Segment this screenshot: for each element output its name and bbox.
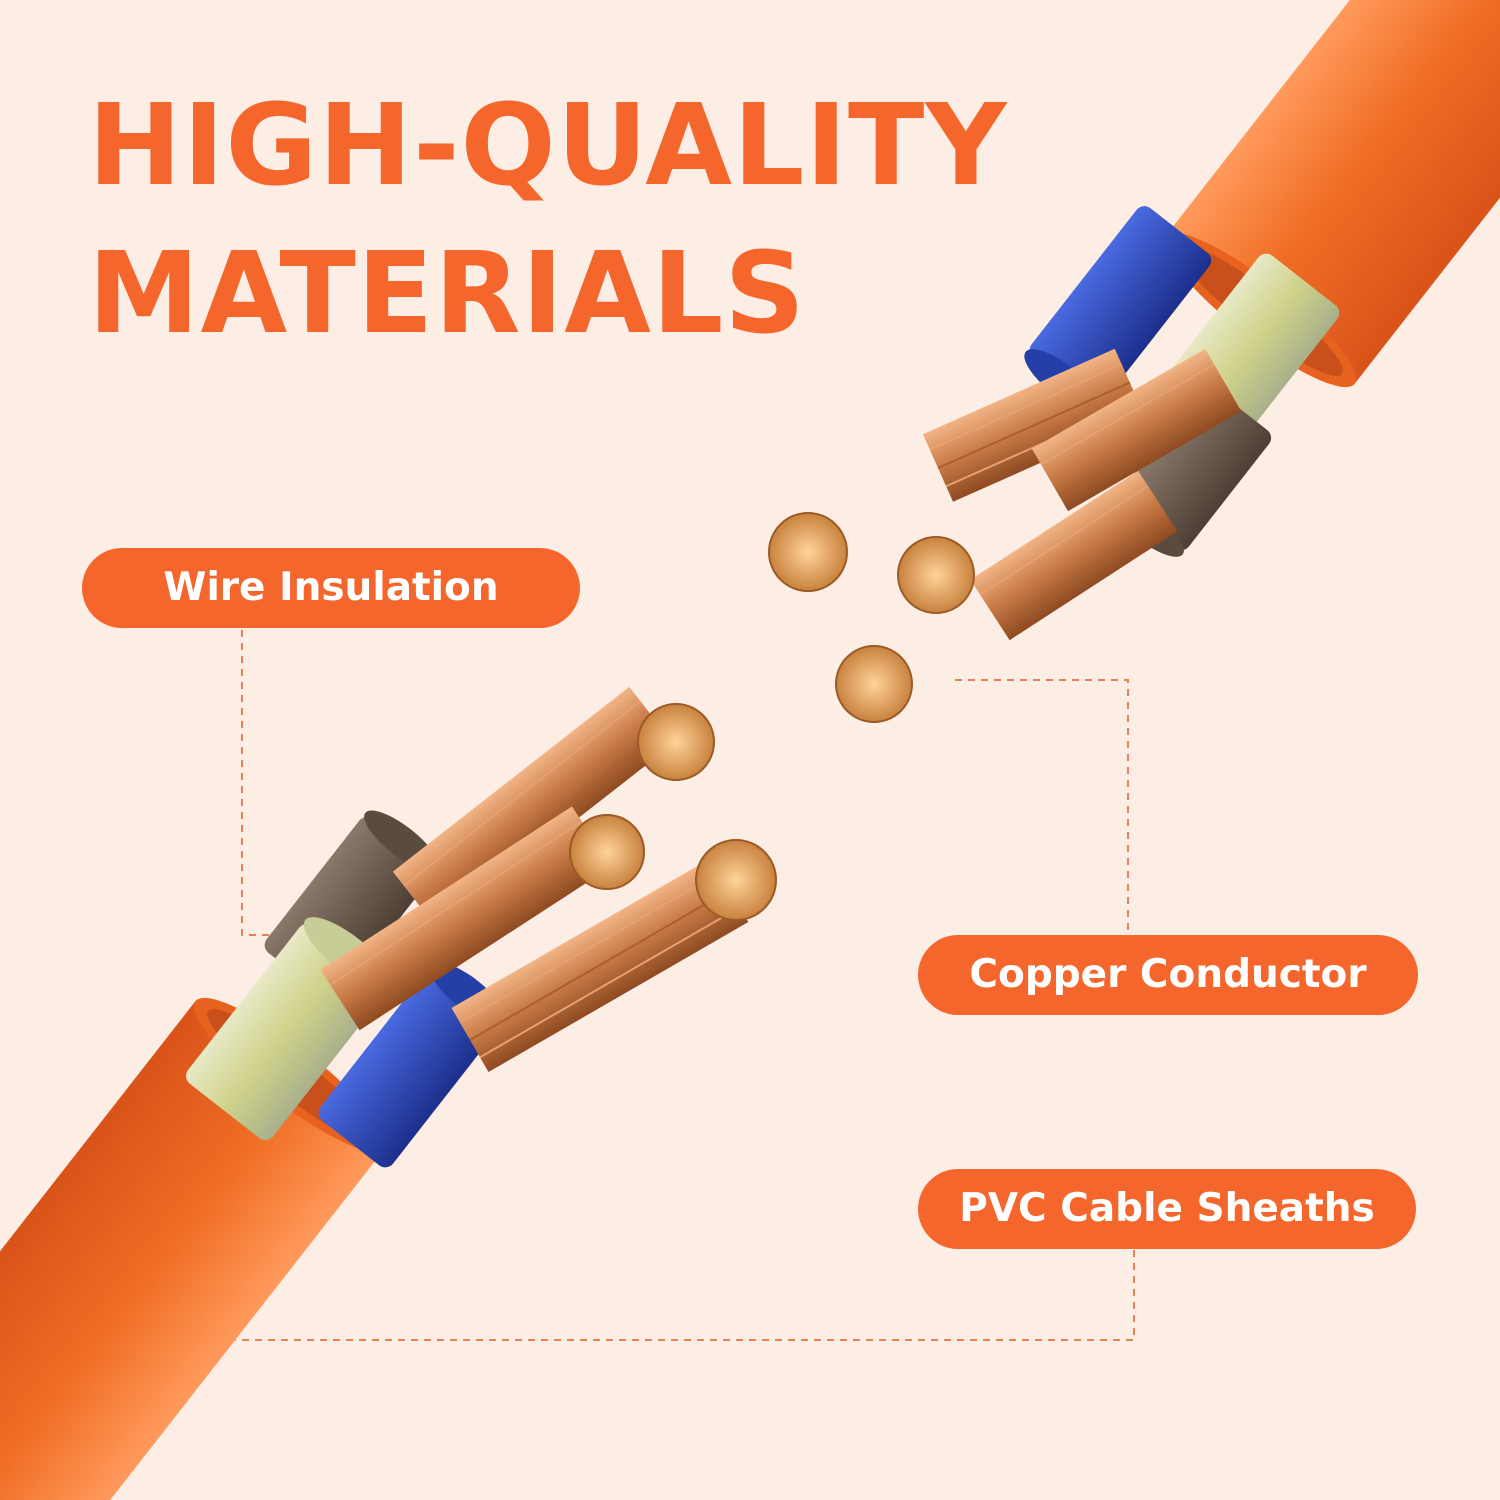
wire-insulation-label: Wire Insulation	[82, 548, 580, 628]
conductor-ends-lower-left	[569, 703, 777, 921]
copper-conductor-leader	[955, 679, 1129, 935]
headline-line-1: HIGH-QUALITY	[88, 81, 1008, 211]
cable-upper-right	[768, 0, 1500, 723]
page-title: HIGH-QUALITY MATERIALS	[88, 72, 1007, 368]
copper-strands-upper-right	[922, 348, 1242, 641]
headline-line-2: MATERIALS	[88, 229, 806, 359]
pvc-cable-sheaths-label: PVC Cable Sheaths	[918, 1169, 1416, 1249]
copper-conductor-label: Copper Conductor	[918, 935, 1418, 1015]
wire-insulation-leader	[241, 630, 300, 936]
conductor-ends-upper-right	[768, 512, 975, 723]
cable-lower-left	[0, 686, 777, 1500]
pvc-sheath-leader	[195, 1250, 1135, 1341]
copper-strands-lower-left	[320, 686, 749, 1073]
